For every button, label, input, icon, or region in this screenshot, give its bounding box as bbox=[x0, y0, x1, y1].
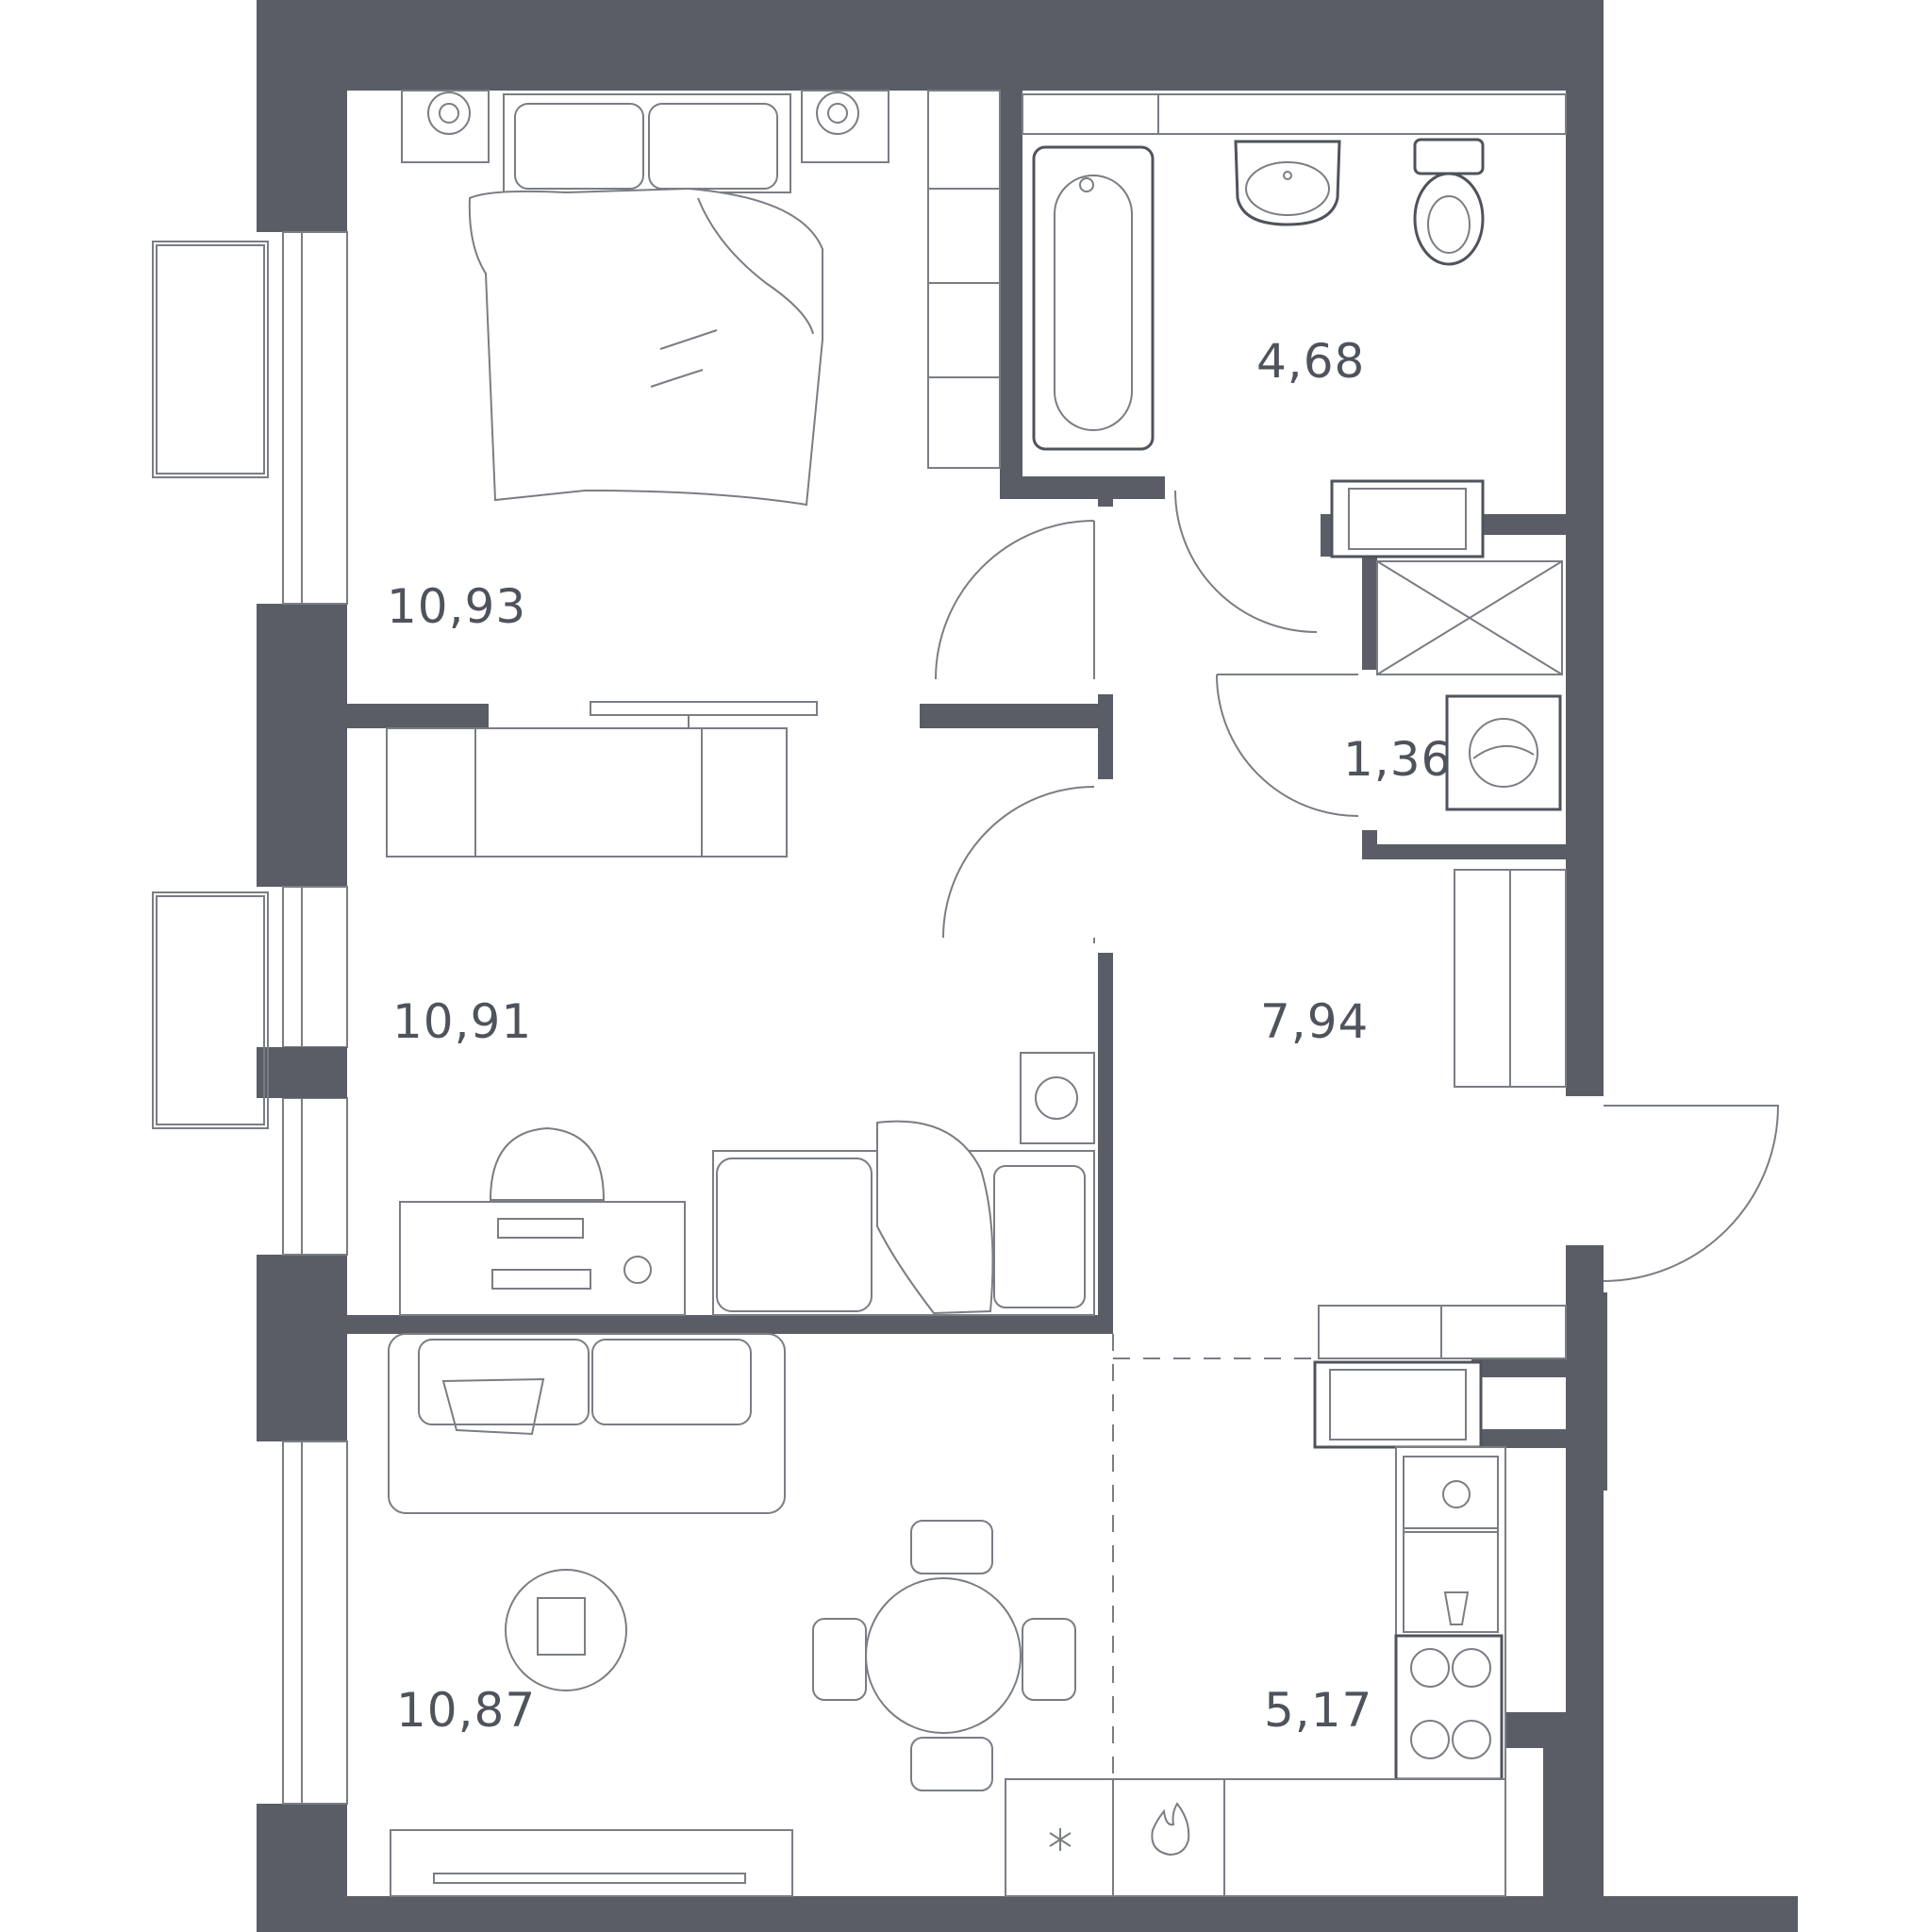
snowflake-icon bbox=[1049, 1828, 1072, 1851]
laundry-fixtures bbox=[1330, 479, 1563, 811]
hallway-wardrobe bbox=[1454, 869, 1567, 1088]
doors bbox=[935, 490, 1780, 1282]
bedroom-furniture bbox=[401, 90, 1001, 728]
kitchen-furniture bbox=[1005, 1305, 1567, 1897]
kitchen-area-label: 5,17 bbox=[1264, 1683, 1372, 1738]
bathroom-area-label: 4,68 bbox=[1256, 334, 1365, 389]
walls bbox=[257, 0, 1798, 1932]
bathroom-fixtures bbox=[1032, 138, 1485, 451]
hallway-area-label: 7,94 bbox=[1260, 994, 1369, 1049]
flame-icon bbox=[1151, 1802, 1190, 1857]
area-labels: 10,93 4,68 1,36 10,91 7,94 10,87 5,17 bbox=[387, 334, 1452, 1738]
bedroom-area-label: 10,93 bbox=[387, 579, 526, 634]
laundry-area-label: 1,36 bbox=[1343, 732, 1452, 787]
living-room-furniture bbox=[388, 1333, 1076, 1897]
kids-room-area-label: 10,91 bbox=[392, 994, 532, 1049]
living-room-area-label: 10,87 bbox=[396, 1683, 536, 1738]
windows bbox=[152, 93, 1567, 1805]
zone-dividers bbox=[1112, 1334, 1321, 1840]
kids-room-furniture bbox=[386, 727, 1095, 1316]
